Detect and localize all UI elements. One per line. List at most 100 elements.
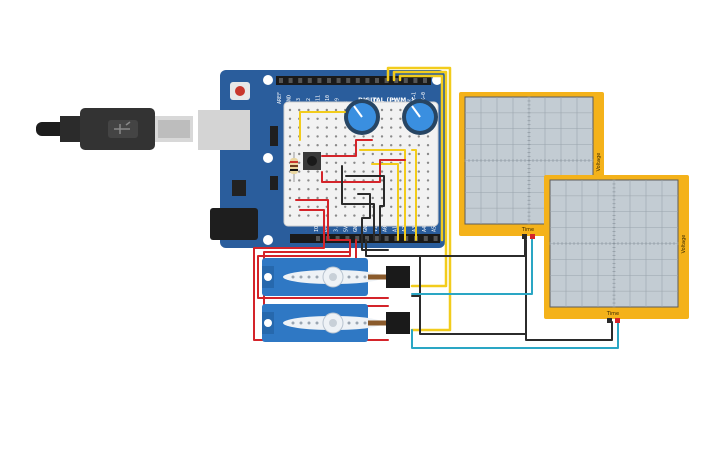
scope-probe-red	[615, 318, 620, 323]
potentiometer-2[interactable]	[402, 99, 438, 135]
mount-hole	[263, 75, 273, 85]
proto-hole	[380, 214, 384, 217]
header-pin[interactable]	[336, 78, 341, 83]
proto-hole	[426, 179, 430, 182]
header-pin[interactable]	[345, 236, 350, 241]
reset-button-cap[interactable]	[235, 86, 245, 96]
proto-hole	[298, 161, 301, 164]
header-pin[interactable]	[355, 78, 360, 83]
header-pin[interactable]	[423, 78, 427, 83]
proto-hole	[288, 214, 292, 217]
wire-yellow-5[interactable]	[359, 149, 406, 241]
wire-yellow-4[interactable]	[299, 111, 346, 141]
wire-yellow-7[interactable]	[411, 149, 417, 241]
proto-hole	[380, 170, 384, 173]
proto-hole	[390, 108, 393, 112]
servo-arm-hole	[363, 275, 367, 279]
header-pin[interactable]	[365, 236, 369, 241]
pin-label: A5	[432, 226, 438, 232]
proto-hole	[380, 135, 384, 138]
header-pin[interactable]	[413, 78, 418, 83]
proto-hole	[334, 108, 338, 112]
proto-hole	[344, 126, 347, 129]
usb-cable[interactable]	[36, 108, 193, 150]
header-pin[interactable]	[317, 78, 322, 83]
scope-voltage-label: Voltage	[681, 235, 687, 254]
header-pin[interactable]	[394, 236, 399, 241]
header-pin[interactable]	[335, 236, 340, 241]
servo-arm-hole	[291, 321, 295, 325]
servo-arm-hole	[291, 275, 295, 279]
proto-hole	[380, 196, 384, 200]
proto-hole	[325, 152, 328, 156]
wire-black-2[interactable]	[345, 175, 385, 241]
proto-hole	[399, 205, 402, 208]
header-pin[interactable]	[316, 236, 320, 241]
wire-teal-2[interactable]	[411, 321, 619, 349]
proto-hole	[390, 152, 393, 156]
servo-motor-1[interactable]	[262, 258, 410, 296]
proto-hole	[344, 135, 347, 138]
pin-label: TX→1	[411, 92, 417, 104]
proto-hole	[307, 214, 310, 217]
wire-red-1[interactable]	[321, 139, 373, 157]
wire-yellow-1[interactable]	[386, 66, 452, 332]
proto-hole	[417, 135, 420, 138]
header-pin[interactable]	[298, 78, 303, 83]
header-pin[interactable]	[384, 236, 389, 241]
proto-hole	[380, 108, 384, 112]
proto-hole	[399, 126, 402, 129]
proto-hole	[298, 108, 301, 112]
wire-teal-1[interactable]	[411, 237, 533, 295]
header-pin[interactable]	[423, 236, 428, 241]
header-pin[interactable]	[355, 236, 360, 241]
wire-black-6[interactable]	[525, 239, 613, 341]
servo-arm-hole	[299, 321, 303, 325]
proto-hole	[344, 144, 347, 147]
proto-hole	[362, 144, 365, 147]
pushbutton[interactable]	[303, 152, 321, 170]
proto-hole	[362, 188, 365, 191]
proto-hole	[298, 196, 301, 200]
proto-hole	[417, 188, 420, 191]
header-pin[interactable]	[384, 78, 389, 83]
resistor[interactable]	[290, 152, 298, 182]
header-pin[interactable]	[433, 236, 438, 241]
wires	[253, 66, 619, 349]
proto-hole	[390, 170, 393, 173]
proto-hole	[417, 152, 420, 156]
proto-hole	[408, 205, 411, 208]
proto-hole	[408, 179, 411, 182]
wire-yellow-3[interactable]	[398, 74, 444, 242]
proto-hole	[371, 144, 374, 147]
wire-yellow-2[interactable]	[392, 70, 448, 288]
pin-label: AREF	[277, 92, 283, 104]
header-pin[interactable]	[279, 78, 283, 83]
pin-label: GND	[363, 223, 369, 232]
potentiometer-1[interactable]	[344, 99, 380, 135]
pin-label: ~11	[315, 95, 321, 104]
servo-motor-2[interactable]	[262, 304, 410, 342]
header-pin[interactable]	[403, 78, 408, 83]
wire-black-1[interactable]	[341, 165, 375, 241]
header-pin[interactable]	[374, 236, 379, 241]
wire-red-2[interactable]	[321, 159, 406, 183]
proto-shield[interactable]	[283, 101, 439, 227]
proto-hole	[316, 135, 319, 138]
header-pin[interactable]	[346, 78, 351, 83]
proto-hole	[334, 161, 338, 164]
header-pin[interactable]	[375, 78, 379, 83]
oscilloscope-2[interactable]: Time Voltage	[544, 175, 689, 323]
header-pin[interactable]	[365, 78, 370, 83]
proto-hole	[371, 188, 374, 191]
header-pin[interactable]	[288, 78, 293, 83]
proto-hole	[316, 117, 319, 121]
header-pin[interactable]	[404, 236, 409, 241]
header-pin[interactable]	[327, 78, 331, 83]
pin-label: ~3	[392, 98, 398, 104]
proto-hole	[417, 144, 420, 147]
header-pin[interactable]	[307, 78, 312, 83]
header-pin[interactable]	[394, 78, 399, 83]
